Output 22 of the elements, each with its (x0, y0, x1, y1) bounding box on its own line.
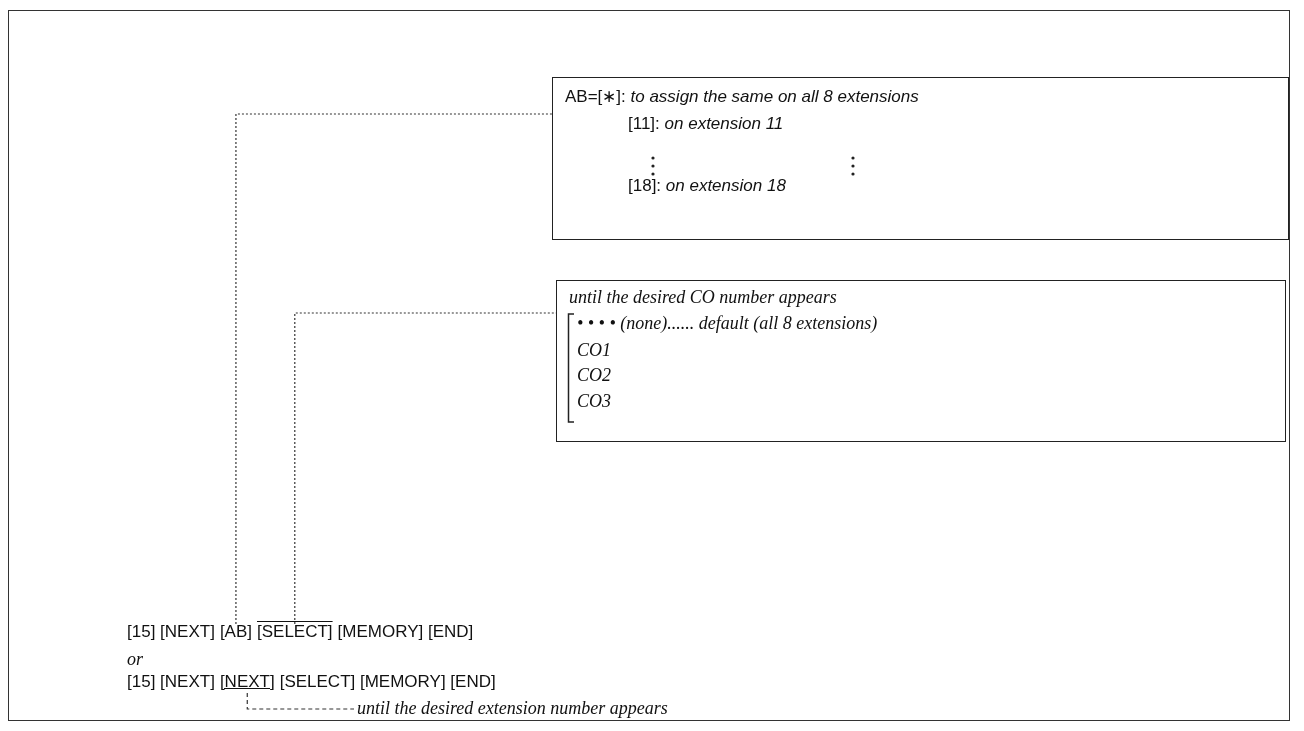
note-text: until the desired CO number appears (569, 287, 837, 308)
note-text: CO1 (577, 340, 611, 361)
note-text: AB=[∗]: to assign the same on all 8 extensions (565, 86, 919, 107)
key-sequence: [SELECT] [MEMORY] [END] (279, 672, 496, 692)
key-name: [NEXT] (219, 672, 275, 692)
leader-line (235, 113, 553, 625)
note-text: • • • • (none)...... default (all 8 extensions) (577, 313, 878, 334)
note-text: [11]: on extension 11 (628, 114, 784, 134)
key-sequence: [MEMORY] [END] (337, 622, 474, 642)
key-sequence: [15] [NEXT] (127, 622, 215, 642)
note-box (552, 77, 1289, 240)
note-text: CO2 (577, 365, 611, 386)
leader-line (246, 692, 355, 710)
note-box (556, 280, 1286, 442)
note-text: [18]: on extension 18 (628, 176, 786, 196)
note-text: CO3 (577, 391, 611, 412)
key-name: [AB] (219, 622, 252, 642)
leader-line (294, 312, 557, 625)
key-sequence: [15] [NEXT] (127, 672, 215, 692)
note-text: until the desired extension number appears (357, 698, 668, 718)
key-name: [SELECT] (257, 622, 333, 642)
connector-word: or (127, 649, 143, 670)
